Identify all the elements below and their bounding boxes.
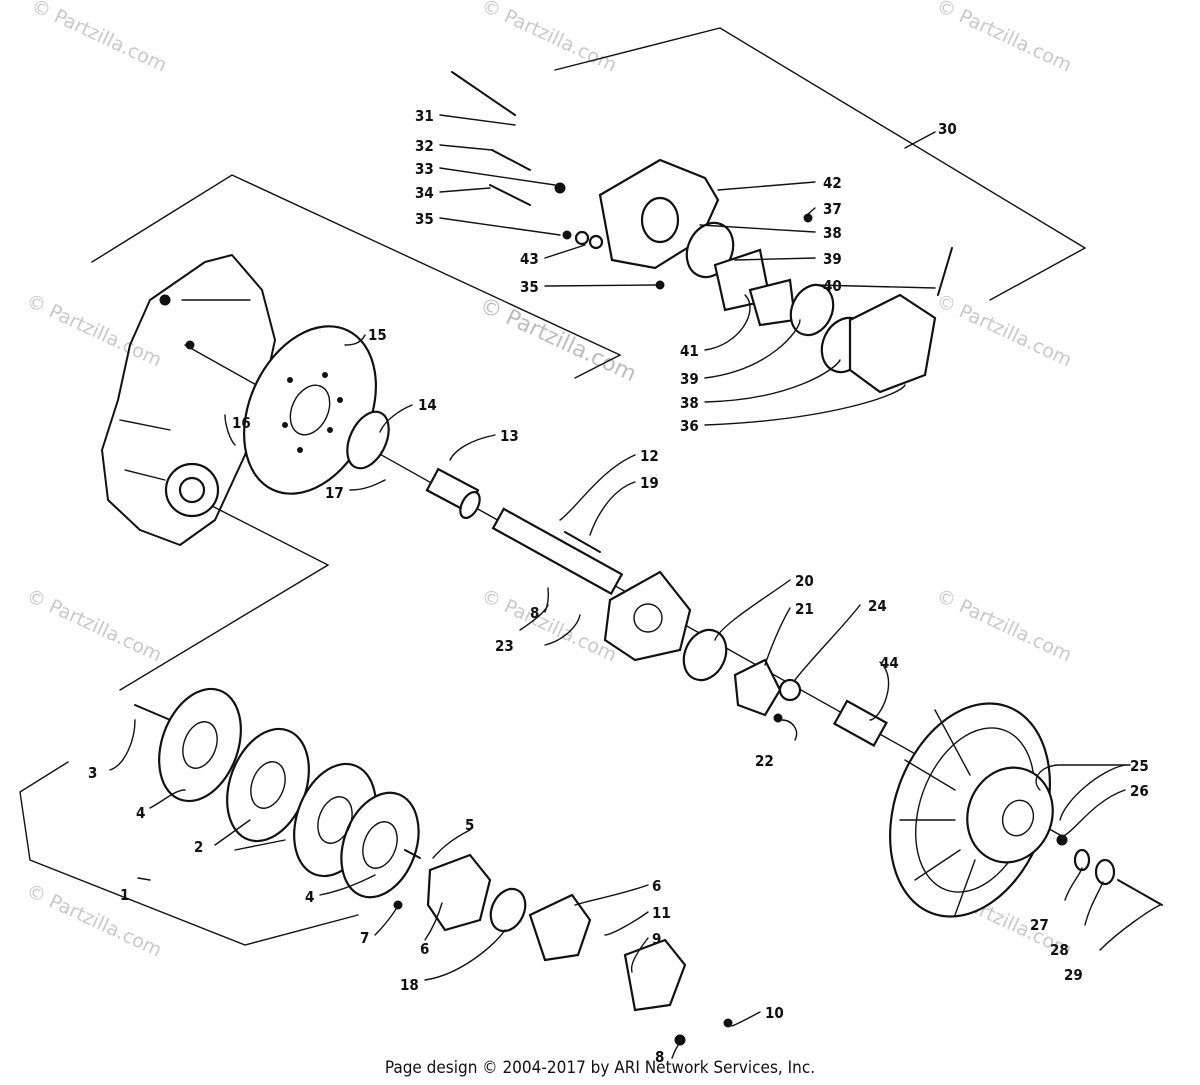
callout-19: 19: [640, 474, 659, 492]
callout-33: 33: [415, 160, 434, 178]
watermark: © Partzilla.com: [23, 880, 165, 962]
callout-28: 28: [1050, 941, 1069, 959]
bracket-30: [554, 27, 1087, 301]
callout-30: 30: [938, 120, 957, 138]
callout-12: 12: [640, 447, 659, 465]
callout-42: 42: [823, 174, 842, 192]
callout-22: 22: [755, 752, 774, 770]
callout-6: 6: [420, 940, 429, 958]
coupling: [425, 467, 481, 520]
shaft-tube: [491, 507, 624, 596]
callout-9: 9: [652, 930, 661, 948]
bearing-plate-lower-left: [426, 853, 492, 932]
callout-6: 6: [652, 877, 661, 895]
callout-40: 40: [823, 277, 842, 295]
callout-18: 18: [400, 976, 419, 994]
callout-39: 39: [823, 250, 842, 268]
callout-39: 39: [680, 370, 699, 388]
leader-30: [904, 131, 936, 149]
callout-23: 23: [495, 637, 514, 655]
nut-26: [1056, 834, 1068, 846]
callout-35: 35: [415, 210, 434, 228]
callout-5: 5: [465, 816, 474, 834]
bracket-brake-assembly: [91, 174, 622, 379]
screw-22: [773, 713, 783, 723]
bolt-29: [1117, 879, 1163, 906]
callout-14: 14: [418, 396, 437, 414]
copyright-footer: Page design © 2004-2017 by ARI Network S…: [384, 1058, 816, 1078]
callout-10: 10: [765, 1004, 784, 1022]
callout-41: 41: [680, 342, 699, 360]
watermark: © Partzilla.com: [28, 0, 170, 76]
watermark: © Partzilla.com: [933, 0, 1075, 76]
callouts: 31 32 33 34 35 43 35 30 42 37 38 39 40 4…: [88, 107, 1149, 1066]
callout-38: 38: [680, 394, 699, 412]
callout-26: 26: [1130, 782, 1149, 800]
callout-3: 3: [88, 764, 97, 782]
callout-11: 11: [652, 904, 671, 922]
brake-disc: [243, 325, 377, 495]
brake-hub: [346, 410, 390, 470]
callout-21: 21: [795, 600, 814, 618]
callout-44: 44: [880, 654, 899, 672]
flange-21: [733, 658, 782, 717]
watermark: © Partzilla.com: [933, 290, 1075, 372]
callout-35: 35: [520, 278, 539, 296]
caliper-assembly: [451, 71, 953, 394]
bearing-20: [682, 628, 728, 682]
callout-27: 27: [1030, 916, 1049, 934]
watermark: © Partzilla.com: [23, 585, 165, 667]
callout-4: 4: [136, 804, 145, 822]
leader-1: [137, 877, 151, 881]
watermark: © Partzilla.com: [933, 585, 1075, 667]
callout-2: 2: [194, 838, 203, 856]
callout-29: 29: [1064, 966, 1083, 984]
watermark-center: © Partzilla.com: [475, 293, 639, 387]
watermark: © Partzilla.com: [23, 290, 165, 372]
callout-37: 37: [823, 200, 842, 218]
bolt-10: [723, 1018, 733, 1028]
spacer-44: [832, 699, 888, 748]
washer-27: [1073, 848, 1091, 872]
watermark: © Partzilla.com: [478, 0, 620, 76]
callout-38: 38: [823, 224, 842, 242]
chaincase-housing: [101, 254, 276, 546]
callout-31: 31: [415, 107, 434, 125]
ring-24: [778, 678, 802, 702]
callout-1: 1: [120, 886, 129, 904]
callout-13: 13: [500, 427, 519, 445]
callout-36: 36: [680, 417, 699, 435]
callout-4: 4: [305, 888, 314, 906]
drive-sprocket-assembly: [134, 687, 421, 899]
callout-16: 16: [232, 414, 251, 432]
bearing-18: [489, 887, 527, 933]
callout-17: 17: [325, 484, 344, 502]
callout-24: 24: [868, 597, 887, 615]
cover-9: [623, 938, 687, 1012]
bracket-1: [19, 761, 359, 946]
callout-7: 7: [360, 929, 369, 947]
pulley: [889, 702, 1054, 918]
callout-15: 15: [368, 326, 387, 344]
callout-20: 20: [795, 572, 814, 590]
leader-lines: [109, 114, 1161, 1059]
callout-32: 32: [415, 137, 434, 155]
bearing-housing-6: [528, 893, 592, 962]
callout-8: 8: [655, 1048, 664, 1066]
washer-28: [1094, 858, 1116, 886]
callout-43: 43: [520, 250, 539, 268]
nut-8-lower: [674, 1034, 686, 1046]
bracket-drive-assembly: [119, 504, 330, 691]
bearing-plate-upper: [603, 570, 692, 662]
callout-25: 25: [1130, 757, 1149, 775]
pin-19: [564, 531, 601, 553]
callout-34: 34: [415, 184, 434, 202]
callout-8: 8: [530, 604, 539, 622]
